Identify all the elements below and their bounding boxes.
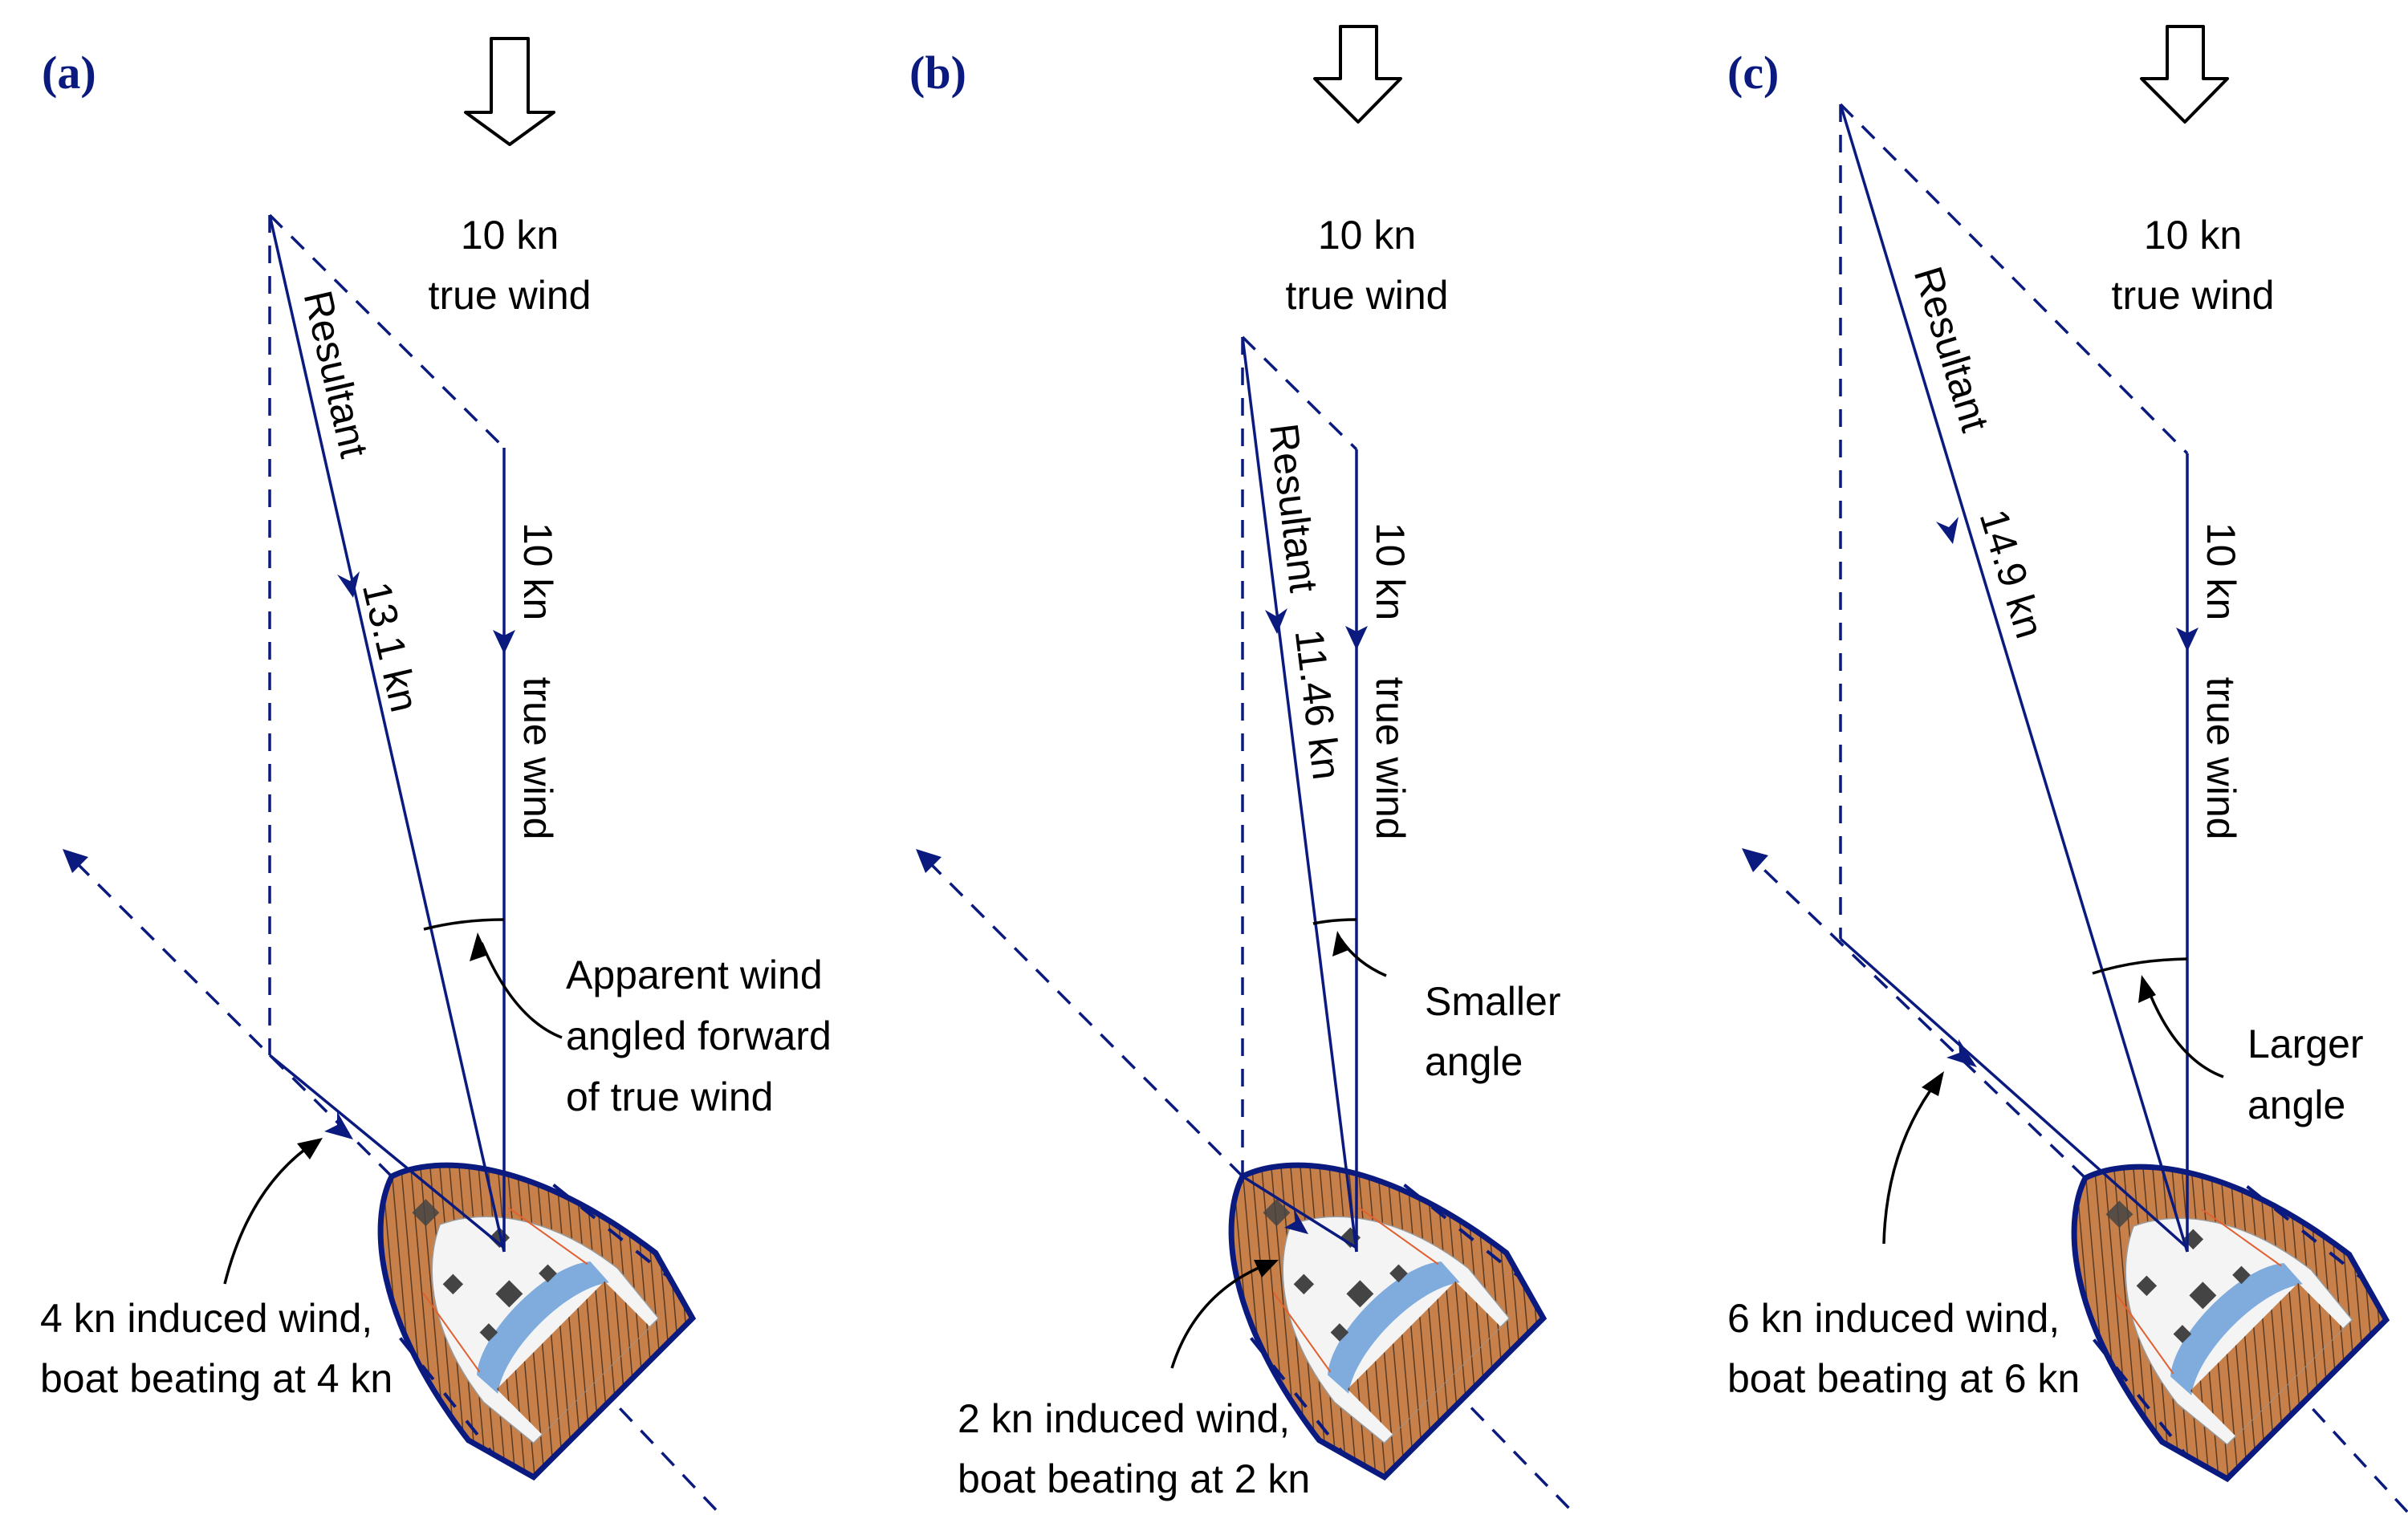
heading-line (1744, 851, 2087, 1180)
induced-wind-arrowhead-icon (324, 1111, 353, 1139)
wind-type-label: true wind (429, 273, 592, 318)
angle-pointer-arrowhead-icon (470, 932, 488, 961)
true-wind-speed-label: 10 kn (515, 522, 560, 620)
angle-pointer (480, 942, 563, 1039)
induced-note-line-1: 4 kn induced wind, (40, 1296, 372, 1341)
angle-note-line-1: Apparent wind (566, 952, 823, 997)
angle-pointer (1339, 938, 1387, 977)
wind-speed-label: 10 kn (2144, 213, 2242, 258)
true-wind-arrow-icon (1313, 25, 1402, 124)
heading-line (917, 851, 1244, 1178)
panel-a: (a) 10 kn true wind Resultant 13.1 kn 10… (40, 37, 832, 1518)
resultant-arrowhead-icon (1936, 517, 1959, 544)
induced-wind-arrowhead-icon (1284, 1208, 1308, 1234)
angle-note-line-1: Larger (2247, 1021, 2364, 1066)
heading-arrowhead-icon (916, 849, 942, 873)
angle-arc (423, 918, 505, 931)
true-wind-type-label: true wind (2199, 677, 2243, 840)
angle-note-line-1: Smaller (1425, 979, 1560, 1024)
true-wind-arrowhead-icon (1345, 626, 1368, 650)
induced-pointer (1882, 1078, 1940, 1245)
heading-arrowhead-icon (63, 849, 88, 873)
true-wind-speed-label: 10 kn (1368, 522, 1413, 620)
resultant-vector (1839, 104, 2189, 1253)
panel-c: (c) 10 kn true wind Resultant 14.9 kn 10… (1727, 25, 2408, 1514)
resultant-label: Resultant (295, 286, 377, 462)
angle-note-line-3: of true wind (566, 1074, 773, 1119)
wind-type-label: true wind (1286, 273, 1449, 318)
resultant-speed-label: 13.1 kn (354, 578, 427, 716)
angle-pointer (2146, 986, 2224, 1078)
angle-note-line-2: angle (1425, 1039, 1523, 1084)
panel-label: (b) (909, 47, 966, 99)
true-wind-arrow-icon (464, 37, 555, 146)
panel-label: (c) (1727, 47, 1779, 99)
resultant-arrowhead-icon (1265, 608, 1287, 634)
wind-speed-label: 10 kn (461, 213, 559, 258)
true-wind-type-label: true wind (515, 677, 560, 840)
induced-note-line-2: boat beating at 4 kn (40, 1356, 393, 1401)
true-wind-arrowhead-icon (493, 630, 515, 654)
construction-line-diagonal (1839, 103, 2189, 455)
induced-pointer (223, 1142, 314, 1285)
construction-line-diagonal (268, 213, 506, 449)
panel-label: (a) (42, 47, 96, 99)
induced-wind-vector (1242, 1175, 1357, 1249)
angle-arc (1312, 918, 1357, 925)
resultant-vector (1241, 336, 1358, 1253)
induced-pointer-arrowhead-icon (297, 1138, 323, 1160)
resultant-vector (268, 214, 506, 1253)
induced-note-line-2: boat beating at 6 kn (1727, 1356, 2080, 1401)
panel-b: (b) 10 kn true wind Resultant 11.46 kn 1… (909, 25, 1579, 1518)
heading-arrowhead-icon (1742, 848, 1768, 872)
true-wind-arrow-icon (2140, 25, 2229, 124)
true-wind-type-label: true wind (1368, 677, 1413, 840)
true-wind-arrowhead-icon (2176, 628, 2199, 652)
induced-pointer-arrowhead-icon (1922, 1071, 1944, 1096)
induced-wind-arrowhead-icon (1946, 1039, 1977, 1067)
angle-note-line-2: angle (2247, 1082, 2345, 1127)
resultant-arrowhead-icon (337, 571, 360, 598)
induced-pointer-arrowhead-icon (1254, 1260, 1279, 1277)
induced-pointer (1170, 1262, 1269, 1369)
induced-note-line-1: 6 kn induced wind, (1727, 1296, 2060, 1341)
resultant-label: Resultant (1906, 262, 1998, 437)
angle-pointer-arrowhead-icon (1332, 931, 1348, 956)
angle-arc (2092, 957, 2188, 975)
wind-speed-label: 10 kn (1318, 213, 1416, 258)
wind-type-label: true wind (2112, 273, 2275, 318)
induced-note-line-2: boat beating at 2 kn (958, 1456, 1310, 1501)
induced-wind-vector (1839, 937, 2189, 1249)
induced-note-line-1: 2 kn induced wind, (958, 1396, 1290, 1441)
angle-note-line-2: angled forward (566, 1013, 832, 1058)
construction-line-diagonal (1241, 335, 1358, 451)
angle-pointer-arrowhead-icon (2138, 975, 2156, 1003)
true-wind-speed-label: 10 kn (2199, 522, 2243, 620)
induced-wind-vector (268, 1054, 506, 1249)
